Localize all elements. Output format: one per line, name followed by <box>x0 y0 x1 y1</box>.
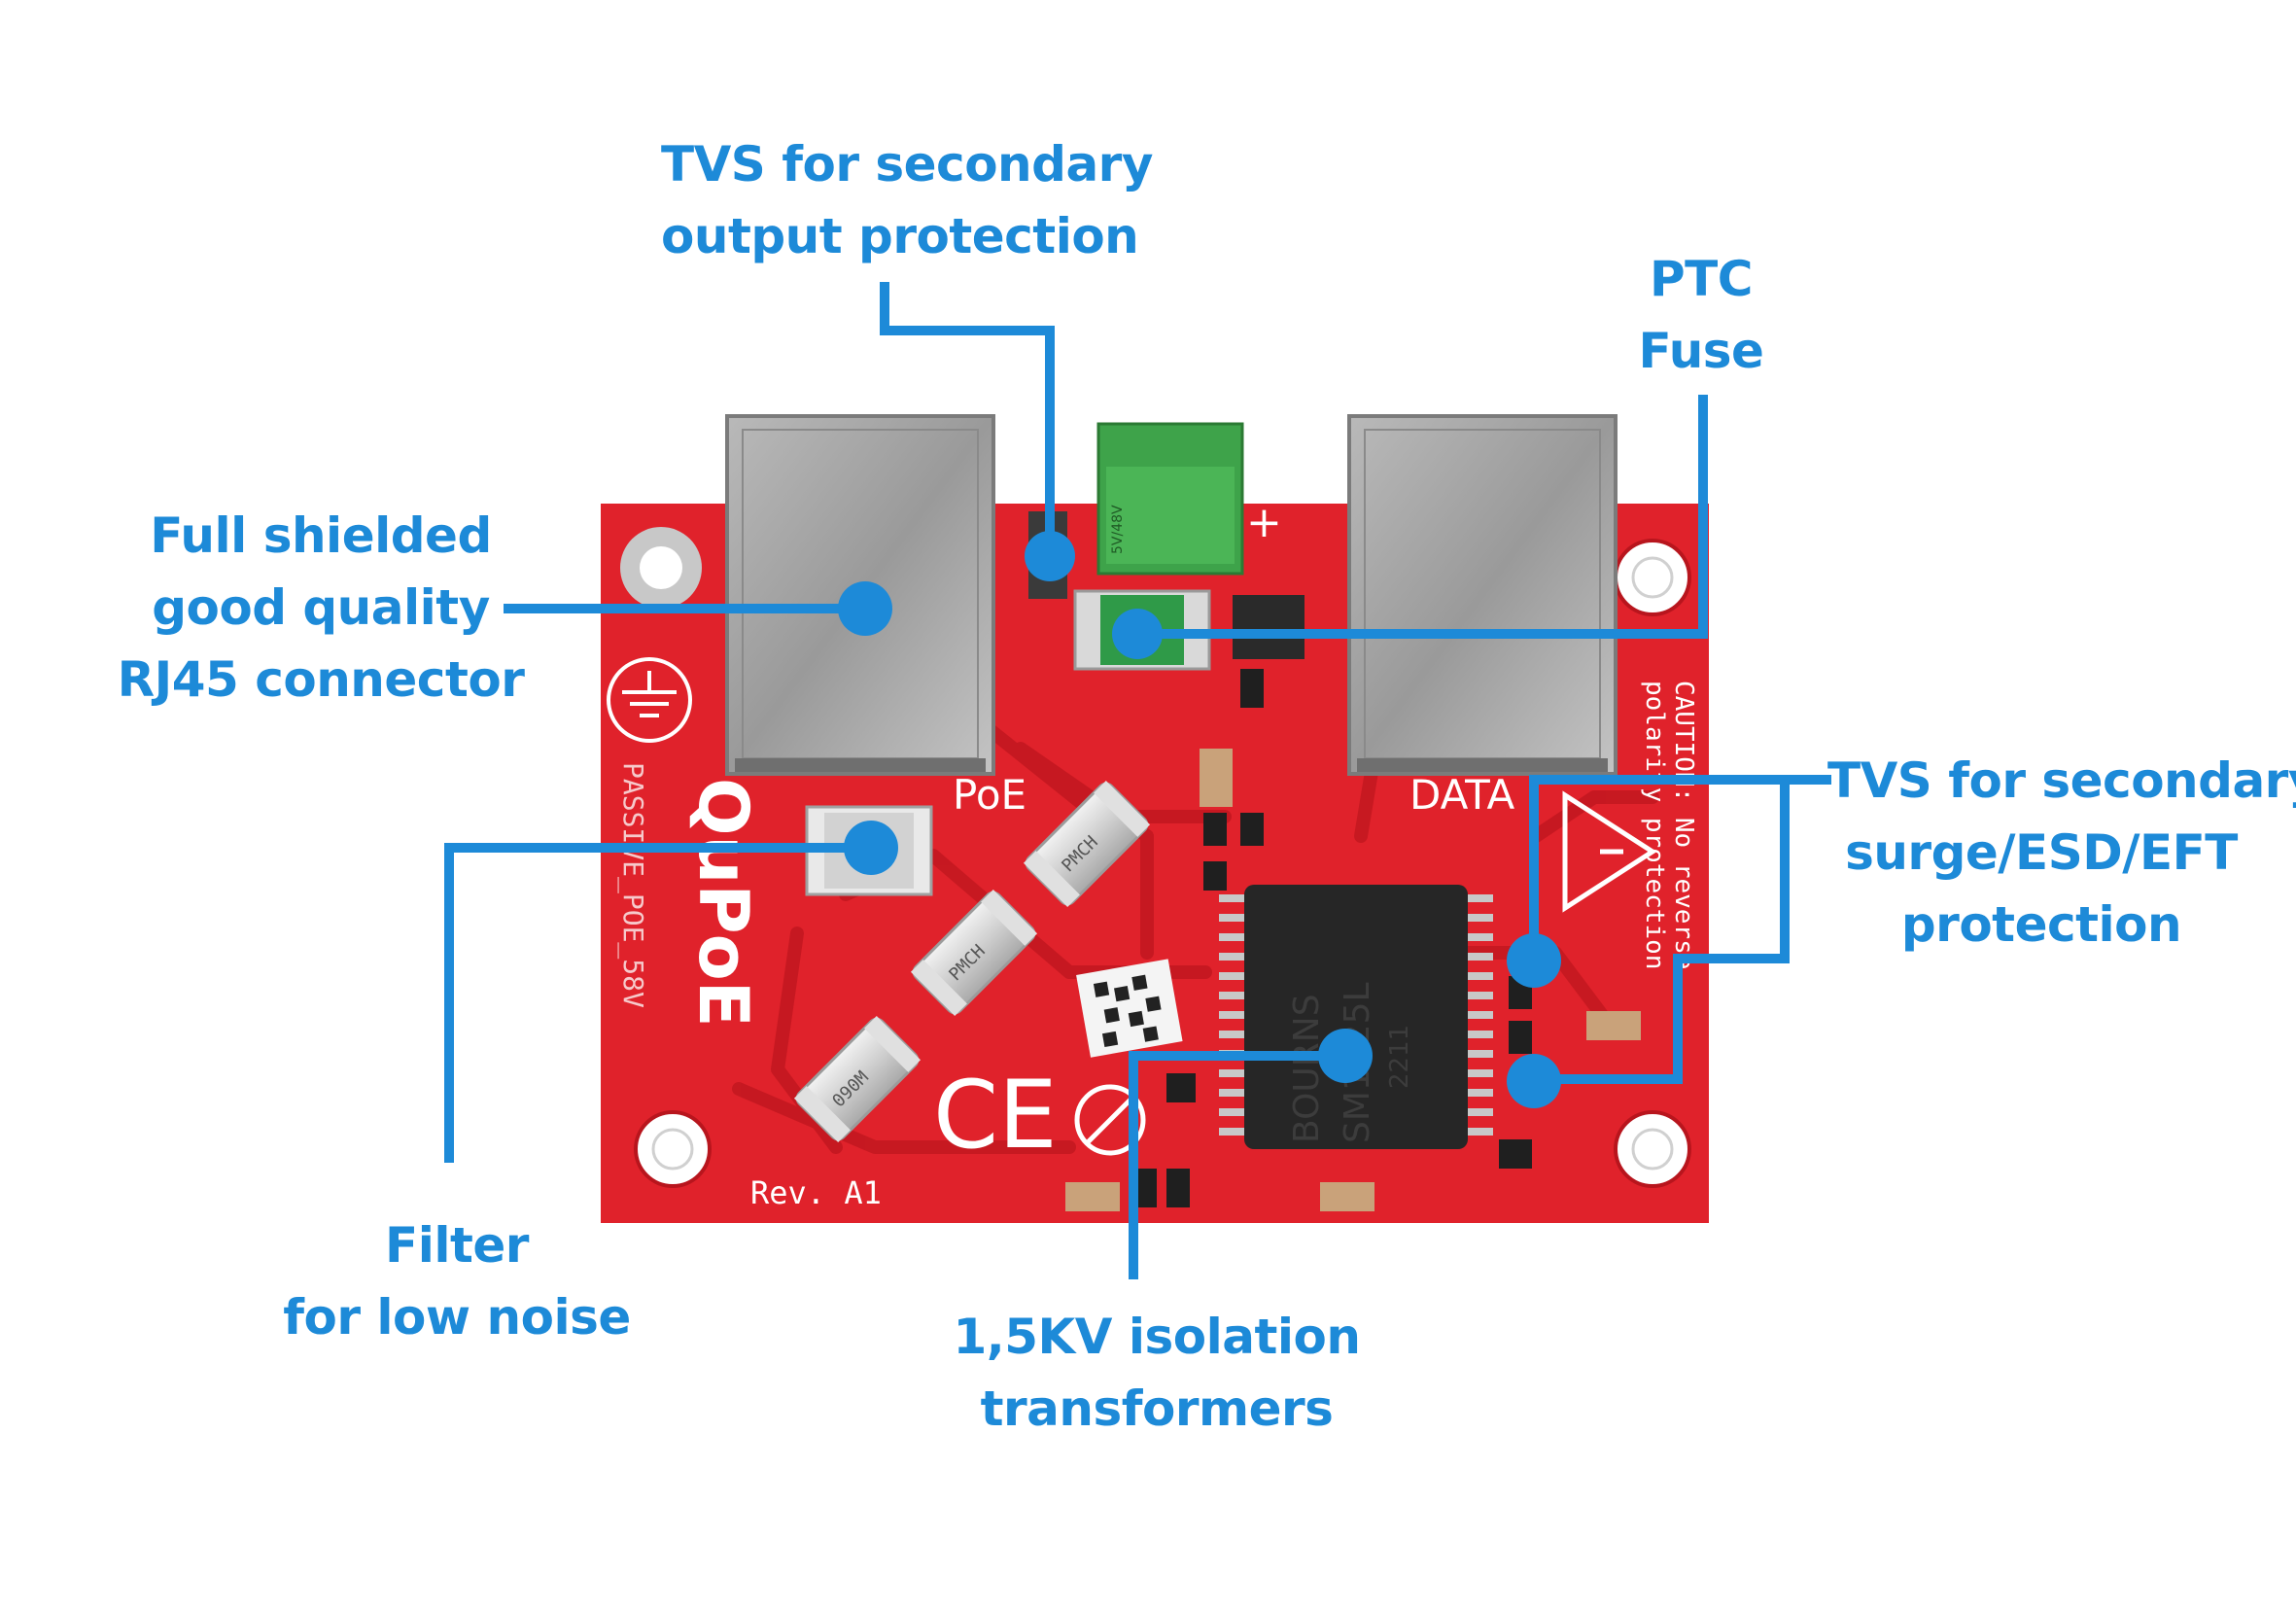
callout-tvs-output: TVS for secondary output protection <box>661 136 1153 264</box>
leader-filter <box>444 843 871 1163</box>
leader-ptc-fuse <box>1137 395 1708 639</box>
pb-free-icon <box>1074 1084 1146 1156</box>
transformer-date: 2211 <box>1385 1025 1414 1089</box>
mounting-hole-top-right <box>1614 539 1691 616</box>
callout-dot-tvs-surge-2 <box>1507 1054 1561 1108</box>
mounting-hole-bottom-left <box>634 1110 712 1188</box>
datamatrix-label <box>1076 959 1183 1058</box>
isolation-transformer: BOURNS SM1825L 2211 <box>1219 885 1493 1149</box>
leader-isolation <box>1129 1051 1345 1279</box>
callout-dot-rj45 <box>838 581 892 636</box>
ground-icon <box>607 657 692 743</box>
callout-dot-tvs-output <box>1025 531 1075 581</box>
callout-ptc-fuse: PTC Fuse <box>1638 251 1764 379</box>
silk-revision: Rev. A1 <box>750 1174 882 1211</box>
callout-isolation: 1,5KV isolation transformers <box>953 1309 1361 1437</box>
callout-filter: Filter for low noise <box>283 1217 631 1346</box>
power-terminal-block: 5V/48V <box>1096 422 1244 576</box>
callout-rj45: Full shielded good quality RJ45 connecto… <box>117 507 525 708</box>
callout-dot-filter <box>844 821 898 875</box>
terminal-plus-marking: + <box>1246 498 1282 547</box>
callout-dot-ptc-fuse <box>1112 609 1163 659</box>
callout-dot-tvs-surge-1 <box>1507 933 1561 988</box>
diode <box>1233 595 1305 659</box>
callout-dot-isolation <box>1318 1029 1373 1083</box>
gdt-surge-arrester-2: PMCH <box>910 889 1038 1017</box>
gdt-surge-arrester-1: PMCH <box>1023 780 1151 908</box>
gdt-surge-arrester-3: 090M <box>793 1015 922 1143</box>
silk-poe: PoE <box>953 771 1026 819</box>
silk-brand: QuPoE <box>683 778 763 1028</box>
terminal-text: 5V/48V <box>1110 505 1126 554</box>
transformer-brand: BOURNS <box>1287 994 1327 1143</box>
silk-caution-line1: CAUTION: No reverse <box>1669 681 1698 969</box>
warning-triangle-icon <box>1562 790 1657 913</box>
leader-tvs-output <box>880 282 1055 556</box>
silk-caution-line2: polarity protection <box>1640 681 1669 969</box>
silk-model: PASSIVE_POE_58V <box>616 762 649 1008</box>
ce-mark: CE <box>933 1061 1058 1170</box>
silk-data: DATA <box>1409 771 1514 819</box>
mounting-hole-top-left <box>620 527 702 609</box>
callout-tvs-surge: TVS for secondary surge/ESD/EFT protecti… <box>1827 752 2296 953</box>
mounting-hole-bottom-right <box>1614 1110 1691 1188</box>
leader-tvs-surge <box>1529 775 1831 1084</box>
rj45-connector-data <box>1347 414 1618 776</box>
